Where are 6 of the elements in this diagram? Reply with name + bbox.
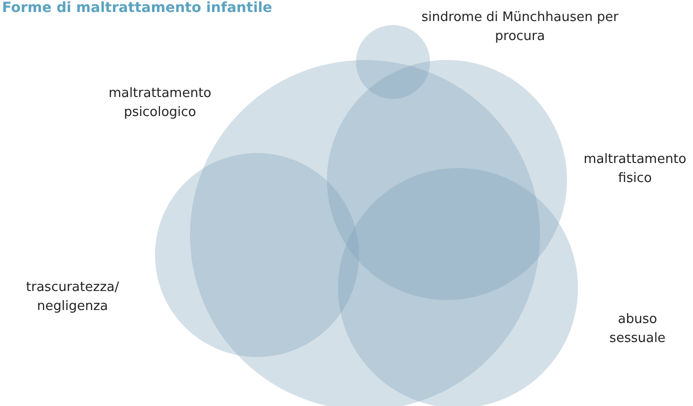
set-label: abuso sessuale xyxy=(595,310,680,348)
diagram-title: Forme di maltrattamento infantile xyxy=(2,0,272,16)
set-label: trascuratezza/ negligenza xyxy=(10,278,135,316)
set-label: maltrattamento psicologico xyxy=(95,84,225,122)
set-label: sindrome di Münchhausen per procura xyxy=(420,8,620,46)
set-label: maltrattamento fisico xyxy=(575,150,693,188)
